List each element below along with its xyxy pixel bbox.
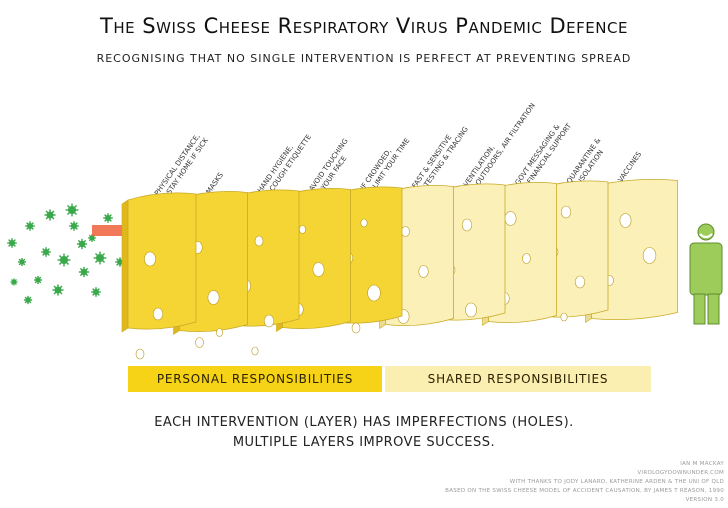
cheese-slice-face xyxy=(127,192,197,330)
virus-icon xyxy=(25,221,35,231)
virus-core xyxy=(11,279,17,285)
cheese-slice-face xyxy=(179,190,248,333)
shared-responsibilities-band: Shared responsibilities xyxy=(385,366,651,392)
cheese-slice-face xyxy=(591,178,678,321)
virus-icon xyxy=(91,287,101,297)
virus-core xyxy=(43,249,49,255)
cheese-hole xyxy=(367,284,381,302)
caption: Each intervention (layer) has imperfecti… xyxy=(0,413,728,453)
virus-core xyxy=(46,211,54,219)
cheese-hole xyxy=(560,205,572,219)
virus-core xyxy=(35,277,41,283)
cheese-hole xyxy=(263,314,275,328)
credits-line-5: Version 3.0 xyxy=(685,497,724,503)
diagram-subtitle: Recognising that no single intervention … xyxy=(96,52,632,65)
layer-label-line: VACCINES xyxy=(617,150,644,184)
virus-core xyxy=(78,240,86,248)
virus-core xyxy=(80,268,88,276)
virus-core xyxy=(105,215,111,221)
cheese-hole xyxy=(465,302,477,318)
cheese-slice-face xyxy=(385,184,454,327)
cheese-hole xyxy=(216,328,224,337)
virus-icon xyxy=(34,276,42,284)
cheese-slice-face xyxy=(436,183,506,321)
cheese-slice-face xyxy=(282,187,351,330)
virus-core xyxy=(60,256,68,264)
cheese-slice xyxy=(121,192,197,360)
virus-core xyxy=(96,254,104,262)
virus-icon xyxy=(93,251,107,265)
virus-core xyxy=(89,235,95,241)
person-icon xyxy=(689,223,723,325)
credits-line-4: Based on the Swiss cheese model of accid… xyxy=(445,488,724,494)
credits-line-1: Ian M Mackay xyxy=(680,461,724,467)
shared-responsibilities-label: Shared responsibilities xyxy=(427,372,609,386)
virus-core xyxy=(27,223,33,229)
cheese-slice-face xyxy=(333,186,403,324)
cheese-hole xyxy=(195,337,204,348)
cheese-hole xyxy=(522,253,531,264)
cheese-hole xyxy=(360,218,368,228)
layer-label: HAND HYGIENE,COUGH ETIQUETTE xyxy=(256,128,313,199)
credits: Ian M Mackay virologydownunder.com with … xyxy=(445,460,724,505)
cheese-hole xyxy=(560,312,568,322)
cheese-hole xyxy=(401,226,410,237)
cheese-hole xyxy=(619,213,632,228)
person-mask xyxy=(699,233,713,239)
virus-core xyxy=(19,259,25,265)
virus-core xyxy=(71,223,77,229)
cheese-hole xyxy=(152,307,164,321)
diagram-title: The Swiss Cheese Respiratory Virus Pande… xyxy=(100,14,628,38)
virus-icon xyxy=(52,284,64,296)
cheese-hole xyxy=(504,211,517,226)
virus-icon xyxy=(10,278,18,286)
virus-icon xyxy=(69,221,79,231)
virus-core xyxy=(25,297,31,303)
layer-label: PHYSICAL DISTANCE,STAY HOME IF SICK xyxy=(153,131,210,202)
personal-responsibilities-band: Personal responsibilities xyxy=(128,366,382,392)
caption-line-2: Multiple layers improve success. xyxy=(232,435,496,450)
virus-core xyxy=(93,289,99,295)
virus-icon xyxy=(103,213,113,223)
virus-icon xyxy=(76,238,88,250)
virus-icon xyxy=(115,257,125,267)
virus-icon xyxy=(41,247,51,257)
cheese-hole xyxy=(574,275,586,289)
virus-icon xyxy=(44,209,56,221)
person-leg-left xyxy=(693,293,706,325)
virus-core xyxy=(54,286,62,294)
virus-icon xyxy=(57,253,71,267)
virus-icon xyxy=(23,295,33,305)
cheese-slice-face xyxy=(539,180,609,318)
layer-label: VACCINES xyxy=(617,150,644,184)
cheese-hole xyxy=(418,265,429,278)
virus-icon xyxy=(78,266,90,278)
credits-line-3: with thanks to Jody Lanard, Katherine Ar… xyxy=(509,479,724,485)
virus-icon xyxy=(65,203,79,217)
personal-responsibilities-label: Personal responsibilities xyxy=(156,372,354,386)
cheese-hole xyxy=(144,251,156,267)
virus-core xyxy=(68,206,76,214)
cheese-slice-edge xyxy=(121,199,129,333)
virus-icon xyxy=(7,238,17,248)
person-body xyxy=(689,242,723,296)
virus-icon xyxy=(18,258,26,266)
cheese-hole xyxy=(251,346,259,356)
cheese-hole xyxy=(254,235,264,247)
cheese-hole xyxy=(298,225,306,234)
cheese-hole xyxy=(642,247,657,264)
credits-line-2: virologydownunder.com xyxy=(637,470,724,476)
person-leg-right xyxy=(707,293,720,325)
cheese-hole xyxy=(207,290,220,305)
cheese-hole xyxy=(135,348,145,360)
virus-core xyxy=(9,240,15,246)
caption-line-1: Each intervention (layer) has imperfecti… xyxy=(154,415,574,430)
cheese-hole xyxy=(461,218,473,232)
cheese-hole xyxy=(351,322,361,334)
virus-core xyxy=(117,259,123,265)
cheese-slices xyxy=(121,178,678,360)
cheese-hole xyxy=(312,262,325,277)
